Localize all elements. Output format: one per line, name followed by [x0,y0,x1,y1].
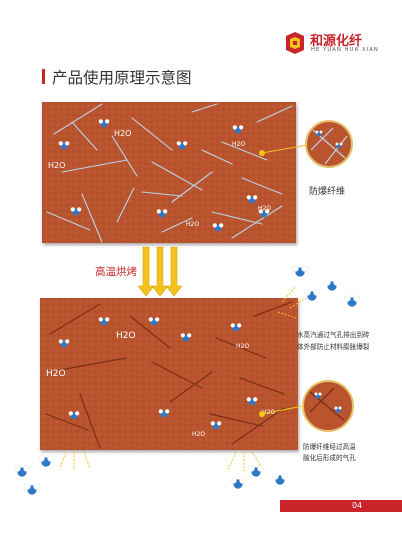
fiber-closeup [310,127,348,165]
page-number: 04 [352,501,363,510]
h2o-text: H2O [236,343,249,350]
bake-label: 高温烘烤 [95,266,137,278]
fiber-magnified-inset [305,120,353,168]
steam-escape-label-line1: 水蒸汽通过气孔排出到砖 [297,331,370,339]
page-title: 产品使用原理示意图 [52,69,192,87]
steam-escape-label-line2: 体外部防止材料膨胀爆裂 [297,343,370,351]
pore-formed-label-line1: 防爆纤维经过高温 [303,443,356,451]
brand-name: 和源化纤 [310,34,363,49]
brick-panel-after: H2O H2O H2O H2O H2O [40,298,298,450]
h2o-text: H2O [48,161,65,170]
brick-with-fibers: H2O H2O H2O H2O H2O [42,102,296,243]
brick-panel-before: H2O H2O H2O H2O H2O [42,102,296,243]
fiber-strands [46,103,293,243]
h2o-labels: H2O H2O H2O H2O H2O [48,129,271,228]
pore-channels [45,301,293,449]
h2o-text: H2O [258,205,271,212]
h2o-text: H2O [114,129,131,138]
title-accent-bar [42,69,45,84]
brick-with-pores: H2O H2O H2O H2O H2O [40,298,298,450]
h2o-text: H2O [192,431,205,438]
h2o-text: H2O [186,221,199,228]
pore-magnified-inset [302,380,354,432]
logo-mark-icon [286,32,304,54]
h2o-text: H2O [46,369,66,379]
brand-subtitle: HE YUAN HUA XIAN [311,47,379,53]
heat-arrows [137,246,183,297]
fiber-label: 防爆纤维 [309,187,346,197]
h2o-text: H2O [232,141,245,148]
pore-formed-label-line2: 融化后形成的气孔 [303,454,356,462]
h2o-text: H2O [262,409,275,416]
pore-closeup [309,387,345,421]
h2o-text: H2O [116,331,136,341]
brand-logo: 和源化纤 HE YUAN HUA XIAN [284,30,390,60]
footer-bar [280,500,402,512]
